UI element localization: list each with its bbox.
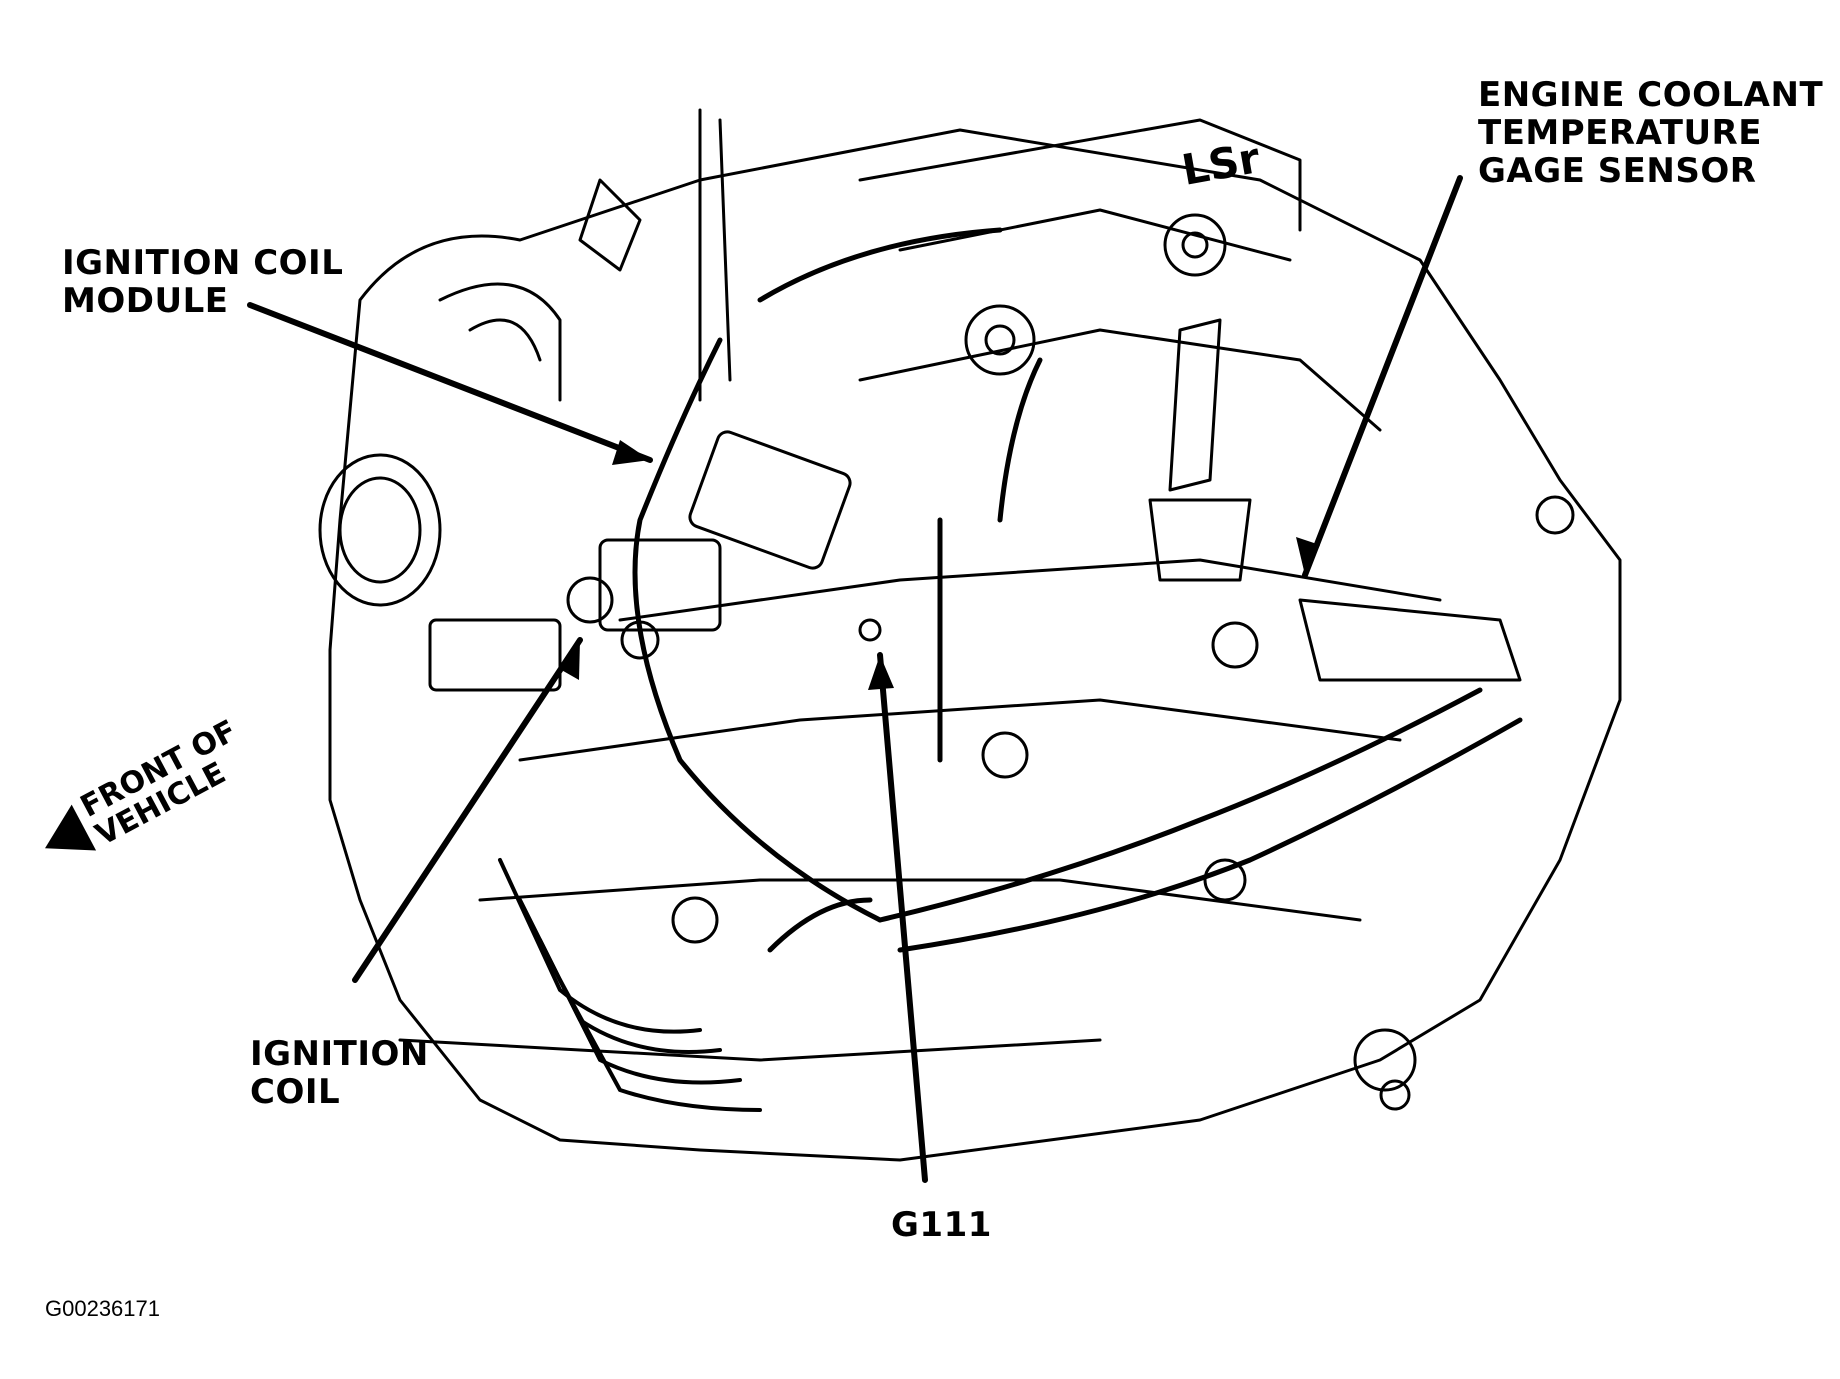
engine-emblem: LSr [1178, 133, 1263, 195]
arrow-g111 [877, 652, 928, 1183]
arrowheads [558, 440, 1320, 690]
arrow-engine-coolant-sensor [1302, 175, 1463, 578]
label-ignition-coil: IGNITION COIL [250, 1034, 429, 1113]
spark-plug-wires [498, 858, 762, 1112]
label-ignition-coil-module: IGNITION COIL MODULE [62, 243, 344, 322]
label-g111: G111 [891, 1205, 992, 1245]
valve-cover-bolts [671, 213, 1575, 1111]
ignition-coil-assembly [428, 430, 882, 692]
arrow-ignition-coil [352, 637, 583, 983]
arrowhead-ignition-coil [558, 640, 580, 680]
callout-arrows [247, 175, 1463, 1183]
wiring-harnesses [632, 227, 1523, 953]
engine-block [328, 108, 1622, 1162]
label-engine-coolant-sensor: ENGINE COOLANT TEMPERATURE GAGE SENSOR [1478, 75, 1824, 192]
arrow-ignition-coil-module [247, 302, 653, 463]
arrowhead-g111 [868, 655, 894, 690]
arrowhead-engine-coolant-sensor [1296, 537, 1320, 575]
sensor-bracket [1148, 318, 1522, 682]
intake-hoses [318, 178, 642, 607]
figure-id: G00236171 [45, 1296, 160, 1321]
arrowhead-ignition-coil-module [612, 440, 650, 465]
